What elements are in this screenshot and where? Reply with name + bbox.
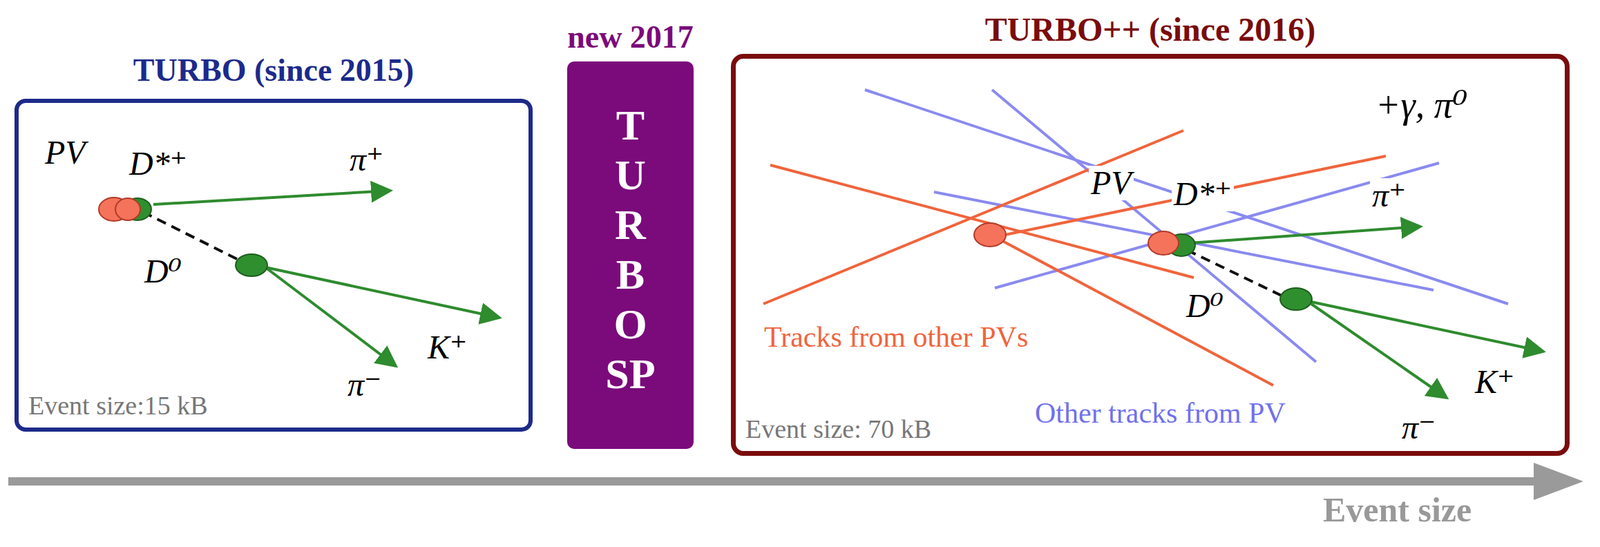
other-pv-track bbox=[763, 130, 1184, 304]
d0-vertex bbox=[235, 254, 268, 277]
axis-head bbox=[1533, 462, 1584, 501]
particle-label: π⁻ bbox=[1399, 410, 1438, 445]
track-legend-note: Tracks from other PVs bbox=[762, 321, 1031, 353]
particle-label: K⁺ bbox=[1472, 364, 1517, 400]
axis-label: Event size bbox=[1320, 491, 1474, 529]
track-arrow bbox=[1188, 226, 1421, 244]
primary-vertex-overlap bbox=[115, 198, 141, 221]
other-pv-track bbox=[994, 156, 1386, 237]
event-size-note: Event size:15 kB bbox=[28, 391, 208, 421]
other-pv-track bbox=[994, 236, 1274, 386]
other-pv-track bbox=[770, 165, 1194, 278]
d0-vertex bbox=[1280, 288, 1312, 311]
vertical-title: T U R B O SP bbox=[605, 100, 655, 399]
box-heading: TURBO (since 2015) bbox=[133, 53, 414, 89]
box-heading: TURBO++ (since 2016) bbox=[985, 11, 1317, 49]
particle-label: K⁺ bbox=[425, 330, 470, 365]
particle-label: D*⁺ bbox=[1171, 176, 1234, 212]
particle-label: D⁰ bbox=[1184, 288, 1226, 324]
particle-label: π⁻ bbox=[345, 367, 384, 403]
other-primary-vertex bbox=[974, 223, 1006, 247]
turbo-box: TURBO (since 2015)Event size:15 kB bbox=[14, 98, 533, 432]
primary-vertex bbox=[1148, 231, 1179, 255]
band-heading: new 2017 bbox=[567, 20, 694, 56]
track-arrow bbox=[265, 267, 396, 367]
track-arrow bbox=[153, 190, 391, 205]
axis-shaft bbox=[8, 477, 1537, 486]
vertex-label: PV bbox=[1088, 165, 1134, 201]
extra-particles-label: +γ, π⁰ bbox=[1373, 85, 1470, 126]
turbo-sp-band: new 2017T U R B O SP bbox=[567, 61, 694, 450]
track-legend-note: Other tracks from PV bbox=[1032, 397, 1288, 429]
particle-label: D*⁺ bbox=[127, 146, 190, 182]
event-size-note: Event size: 70 kB bbox=[745, 415, 932, 445]
track-arrow bbox=[1311, 303, 1447, 398]
vertex-label: PV bbox=[42, 135, 88, 170]
particle-label: π⁺ bbox=[1369, 178, 1408, 213]
particle-label: D⁰ bbox=[142, 254, 184, 289]
particle-label: π⁺ bbox=[347, 142, 386, 177]
